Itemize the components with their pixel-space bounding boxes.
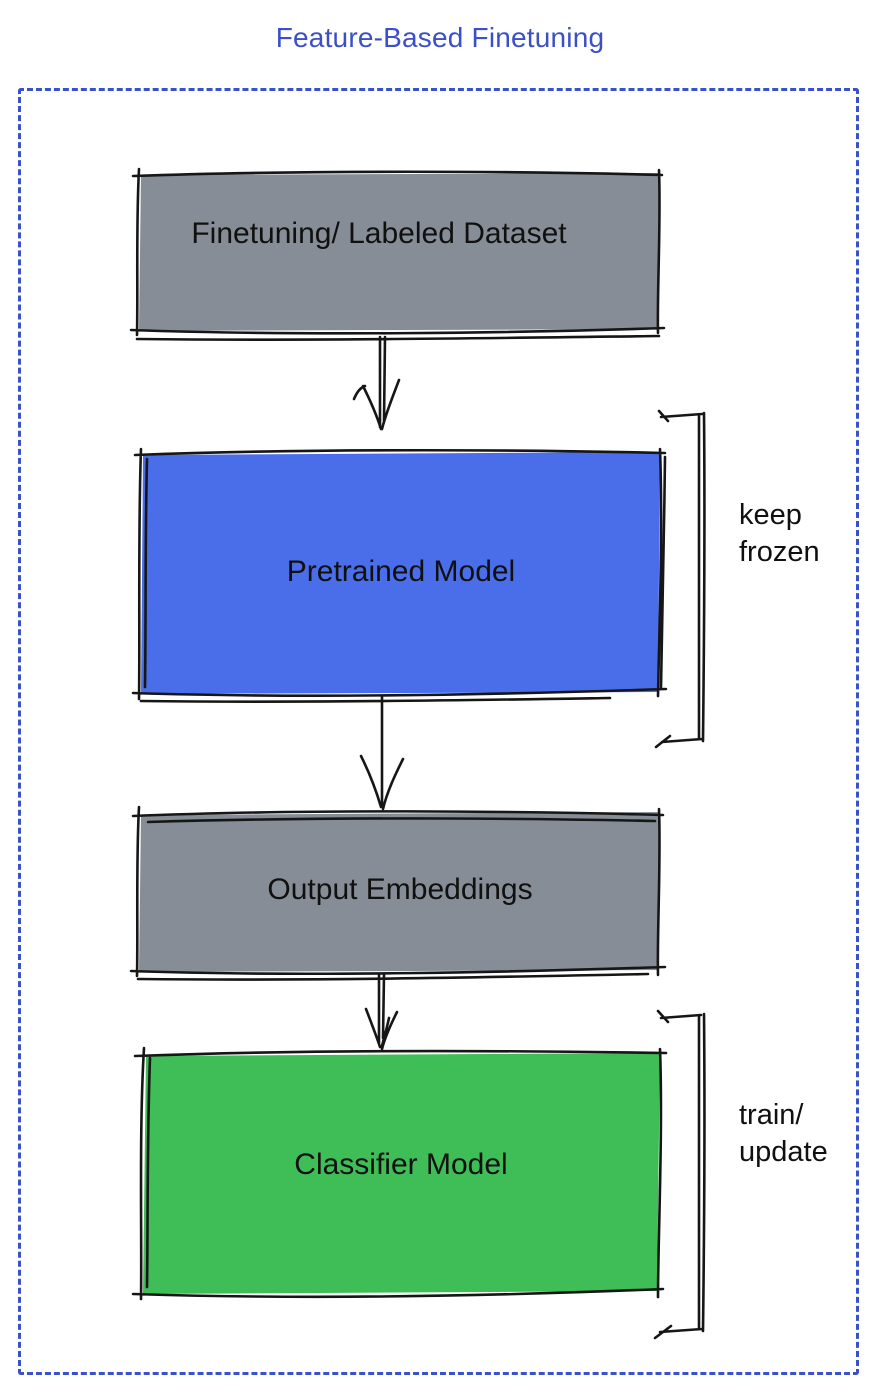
diagram-dashed-frame	[18, 88, 859, 1375]
pretrained-box-label: Pretrained Model	[286, 555, 516, 588]
arrow-dataset-to-pretrained	[352, 335, 401, 431]
dataset-box-outline	[129, 167, 666, 341]
classifier-box-outline	[131, 1046, 668, 1301]
dataset-box-fill	[139, 173, 659, 331]
diagram-title: Feature-Based Finetuning	[275, 22, 605, 53]
classifier-box-fill	[143, 1053, 660, 1294]
pretrained-box-fill	[141, 452, 660, 694]
classifier-box-label: Classifier Model	[294, 1148, 508, 1181]
train-update-line1: train/	[739, 1099, 804, 1131]
keep-frozen-line2: frozen	[739, 536, 820, 568]
train-update-bracket	[653, 1009, 706, 1340]
embeddings-box-outline	[129, 805, 667, 981]
pretrained-box-outline	[131, 447, 668, 703]
keep-frozen-bracket	[654, 409, 706, 749]
train-update-line2: update	[739, 1136, 828, 1168]
train-update-annotation: train/ update	[739, 1097, 828, 1171]
arrow-embeddings-to-classifier	[364, 973, 399, 1051]
arrow-pretrained-to-embeddings	[359, 694, 405, 811]
dataset-box-label: Finetuning/ Labeled Dataset	[191, 217, 567, 250]
keep-frozen-annotation: keep frozen	[739, 497, 820, 571]
embeddings-box-label: Output Embeddings	[267, 872, 533, 906]
keep-frozen-line1: keep	[739, 499, 802, 531]
embeddings-box-fill	[139, 812, 660, 972]
